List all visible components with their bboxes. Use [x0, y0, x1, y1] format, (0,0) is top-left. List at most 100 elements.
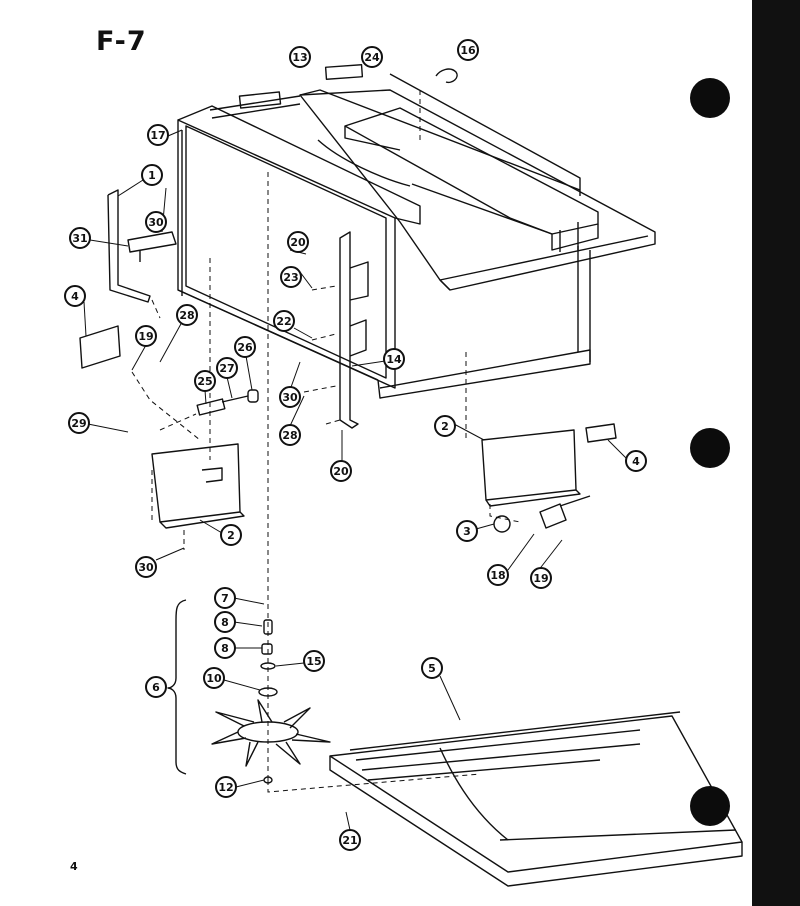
callout-label: 15 [306, 655, 321, 668]
callout-1: 1 [141, 164, 163, 186]
callout-14: 14 [383, 348, 405, 370]
callout-label: 27 [219, 362, 234, 375]
page-number: 4 [70, 860, 78, 873]
callout-16: 16 [457, 39, 479, 61]
callout-label: 6 [152, 681, 160, 694]
part-31-bracket [127, 231, 177, 262]
callout-label: 25 [197, 375, 212, 388]
callout-label: 30 [148, 216, 164, 229]
callout-circle [214, 611, 236, 633]
callout-20: 20 [330, 460, 352, 482]
callout-label: 7 [221, 592, 229, 605]
callout-30: 30 [279, 386, 301, 408]
callout-circle [176, 304, 198, 326]
callout-label: 20 [333, 465, 349, 478]
callout-circle [135, 325, 157, 347]
callout-29: 29 [68, 412, 90, 434]
bracket-1 [107, 189, 151, 303]
callout-28: 28 [176, 304, 198, 326]
callout-label: 10 [206, 672, 222, 685]
callout-10: 10 [203, 667, 225, 689]
callout-circle [279, 424, 301, 446]
callout-circle [145, 676, 167, 698]
callout-19: 19 [530, 567, 552, 589]
callout-label: 28 [282, 429, 297, 442]
callout-12: 12 [215, 776, 237, 798]
callout-label: 23 [283, 271, 298, 284]
callout-31: 31 [69, 227, 91, 249]
callout-label: 26 [237, 341, 253, 354]
callout-label: 18 [490, 569, 505, 582]
callout-4: 4 [64, 285, 86, 307]
callout-label: 1 [148, 169, 156, 182]
callout-label: 22 [276, 315, 291, 328]
callout-7: 7 [214, 587, 236, 609]
part-13 [238, 91, 282, 109]
callout-label: 8 [221, 616, 229, 629]
callout-22: 22 [273, 310, 295, 332]
callout-label: 30 [282, 391, 298, 404]
part-24 [324, 64, 364, 80]
callout-label: 5 [428, 662, 436, 675]
callout-circle [273, 310, 295, 332]
callout-circle [216, 357, 238, 379]
callout-23: 23 [280, 266, 302, 288]
callout-20: 20 [287, 231, 309, 253]
callout-circle [194, 370, 216, 392]
callout-2: 2 [220, 524, 242, 546]
callout-label: 28 [179, 309, 194, 322]
part-18 [539, 495, 591, 529]
callout-28: 28 [279, 424, 301, 446]
figure-title: F-7 [96, 26, 147, 57]
callout-5: 5 [421, 657, 443, 679]
callout-label: 19 [138, 330, 153, 343]
binder-hole-top [690, 78, 730, 118]
callout-circle [69, 227, 91, 249]
callout-8: 8 [214, 611, 236, 633]
callout-circle [145, 211, 167, 233]
callout-label: 21 [342, 834, 357, 847]
callout-18: 18 [487, 564, 509, 586]
callout-2: 2 [434, 415, 456, 437]
callout-4: 4 [625, 450, 647, 472]
callout-label: 20 [290, 236, 306, 249]
callout-circle [361, 46, 383, 68]
callout-label: 24 [364, 51, 380, 64]
callout-25: 25 [194, 370, 216, 392]
callout-3: 3 [456, 520, 478, 542]
callout-circle [625, 450, 647, 472]
scan-edge-bar [752, 0, 800, 906]
upright-14 [339, 231, 369, 429]
callout-circle [330, 460, 352, 482]
callout-circle [141, 164, 163, 186]
callout-circle [135, 556, 157, 578]
callout-circle [487, 564, 509, 586]
callout-circle [64, 285, 86, 307]
callout-label: 12 [218, 781, 233, 794]
callout-label: 29 [71, 417, 86, 430]
callout-circle [339, 829, 361, 851]
knob-3 [493, 515, 511, 533]
callout-leaders [83, 129, 627, 831]
callout-circle [289, 46, 311, 68]
callout-24: 24 [361, 46, 383, 68]
callout-13: 13 [289, 46, 311, 68]
callout-label: 19 [533, 572, 548, 585]
callout-circle [383, 348, 405, 370]
callout-15: 15 [303, 650, 325, 672]
callout-circle [303, 650, 325, 672]
callout-label: 16 [460, 44, 476, 57]
callout-label: 2 [441, 420, 449, 433]
callout-layer: 1223445678810121314151617181919202021222… [64, 39, 647, 851]
callout-circle [421, 657, 443, 679]
callout-17: 17 [147, 124, 169, 146]
callout-circle [279, 386, 301, 408]
callout-27: 27 [216, 357, 238, 379]
callout-8: 8 [214, 637, 236, 659]
group-6-brace [167, 599, 187, 775]
callout-6: 6 [145, 676, 167, 698]
callout-label: 8 [221, 642, 229, 655]
plate-4-left [79, 325, 121, 369]
callout-label: 4 [71, 290, 79, 303]
